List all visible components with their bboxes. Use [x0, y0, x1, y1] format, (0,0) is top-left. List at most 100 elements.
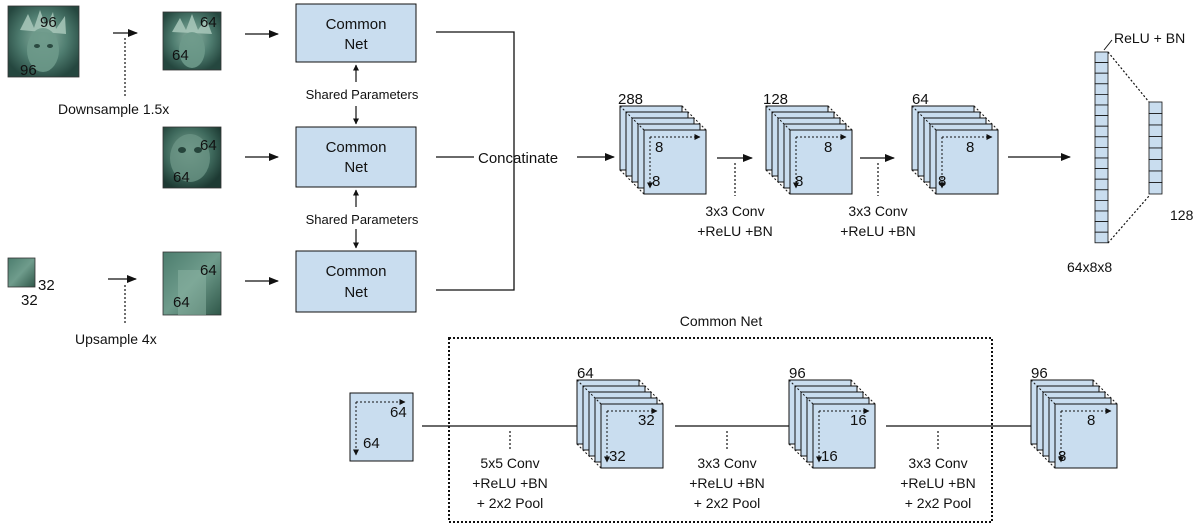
- fc-unit: [1094, 157, 1109, 170]
- dim-label: 64: [200, 14, 217, 31]
- conv-label: +ReLU +BN: [900, 475, 975, 491]
- height-label: 8: [652, 173, 660, 190]
- dim-label: 64: [200, 137, 217, 154]
- dim-label: 64: [173, 169, 190, 186]
- fc-vector-large: [1094, 51, 1109, 244]
- image-small-32: 32 32: [7, 257, 55, 309]
- common-net-frame: [448, 337, 993, 523]
- fc-units-label: 128: [1170, 207, 1194, 223]
- conv-label: 3x3 Conv: [848, 203, 907, 219]
- fc-unit: [1094, 231, 1109, 244]
- feature-block-labels: 64 8 8: [912, 91, 974, 190]
- net-label: Net: [344, 159, 368, 176]
- dim-label: 64: [200, 262, 217, 279]
- fc-input-label: 64x8x8: [1067, 259, 1112, 275]
- height-label: 32: [609, 448, 626, 465]
- net-label: Common: [326, 139, 387, 156]
- dim-label: 96: [20, 62, 37, 79]
- depth-guide: [619, 105, 645, 131]
- depth-guide: [765, 169, 791, 195]
- fc-unit: [1148, 101, 1163, 114]
- image-upsampled-64: 64 64: [162, 251, 222, 316]
- depth-label: 96: [789, 365, 806, 382]
- dim-label: 96: [40, 14, 57, 31]
- feature-map-layer: [643, 129, 707, 195]
- height-label: 8: [1058, 448, 1066, 465]
- input-block: 64 64: [349, 392, 414, 462]
- concatenate-label: Concatinate: [478, 150, 558, 167]
- conv-label: +ReLU +BN: [697, 223, 772, 239]
- shared-parameters-label: Shared Parameters: [306, 87, 419, 102]
- dim-label: 32: [21, 292, 38, 309]
- leader-line: [1103, 39, 1113, 51]
- depth-guide: [1030, 379, 1056, 405]
- height-label: 8: [938, 173, 946, 190]
- image-source-96: 96 96: [7, 5, 80, 79]
- conv-label: + 2x2 Pool: [905, 495, 972, 511]
- depth-guide: [788, 443, 814, 469]
- fc-unit: [1148, 159, 1163, 172]
- depth-label: 64: [912, 91, 929, 108]
- conv-label: + 2x2 Pool: [694, 495, 761, 511]
- net-label: Net: [344, 36, 368, 53]
- fc-unit: [1094, 221, 1109, 233]
- conv-label: + 2x2 Pool: [477, 495, 544, 511]
- relu-bn-label: ReLU + BN: [1114, 30, 1185, 46]
- feature-block-labels: 128 8 8: [763, 91, 832, 190]
- depth-label: 288: [618, 91, 643, 108]
- dim-label: 32: [38, 277, 55, 294]
- fc-unit: [1094, 62, 1109, 74]
- fc-unit: [1094, 125, 1109, 138]
- feature-block: [788, 379, 876, 469]
- downsample-caption: Downsample 1.5x: [58, 101, 169, 117]
- height-label: 16: [821, 448, 838, 465]
- image-downsampled-64: 64 64: [162, 11, 222, 71]
- depth-guide: [681, 105, 707, 131]
- fc-unit: [1094, 83, 1109, 95]
- depth-label: 96: [1031, 365, 1048, 382]
- depth-guide: [1030, 443, 1056, 469]
- feature-map-layer: [789, 129, 853, 195]
- net-label: Common: [326, 263, 387, 280]
- fc-unit: [1094, 178, 1109, 191]
- fc-connector: [1107, 51, 1150, 103]
- depth-guide: [788, 379, 814, 405]
- feature-map-layer: [935, 129, 999, 195]
- image-original-64: 64 64: [162, 126, 222, 189]
- feature-block-labels: 96 16 16: [789, 365, 867, 465]
- conv-label: +ReLU +BN: [472, 475, 547, 491]
- conv-label: 3x3 Conv: [697, 455, 756, 471]
- conv-label: 3x3 Conv: [908, 455, 967, 471]
- feature-block-labels: 96 8 8: [1031, 365, 1095, 465]
- fc-unit: [1094, 104, 1109, 117]
- conv-label: 5x5 Conv: [480, 455, 539, 471]
- height-label: 8: [795, 173, 803, 190]
- merge-connector: [436, 31, 515, 291]
- fc-unit: [1148, 170, 1163, 183]
- conv-label: +ReLU +BN: [689, 475, 764, 491]
- width-label: 8: [1087, 412, 1095, 429]
- fc-unit: [1094, 136, 1109, 148]
- width-label: 8: [824, 139, 832, 156]
- feature-map-layer: [812, 403, 876, 469]
- feature-map-layer: [600, 403, 664, 469]
- fc-unit: [1094, 115, 1109, 127]
- depth-guide: [765, 105, 791, 131]
- depth-guide: [850, 379, 876, 405]
- upsample-caption: Upsample 4x: [75, 331, 157, 347]
- feature-block: [1030, 379, 1118, 469]
- dim-label: 64: [173, 294, 190, 311]
- feature-block: [576, 379, 664, 469]
- conv-label: 3x3 Conv: [705, 203, 764, 219]
- depth-guide: [576, 443, 602, 469]
- fc-unit: [1094, 199, 1109, 212]
- feature-block: [619, 105, 707, 195]
- fc-connector: [1107, 195, 1150, 244]
- feature-block: [765, 105, 853, 195]
- fc-unit: [1094, 168, 1109, 180]
- depth-guide: [911, 105, 937, 131]
- common-net-title: Common Net: [680, 313, 763, 329]
- fc-unit: [1094, 146, 1109, 159]
